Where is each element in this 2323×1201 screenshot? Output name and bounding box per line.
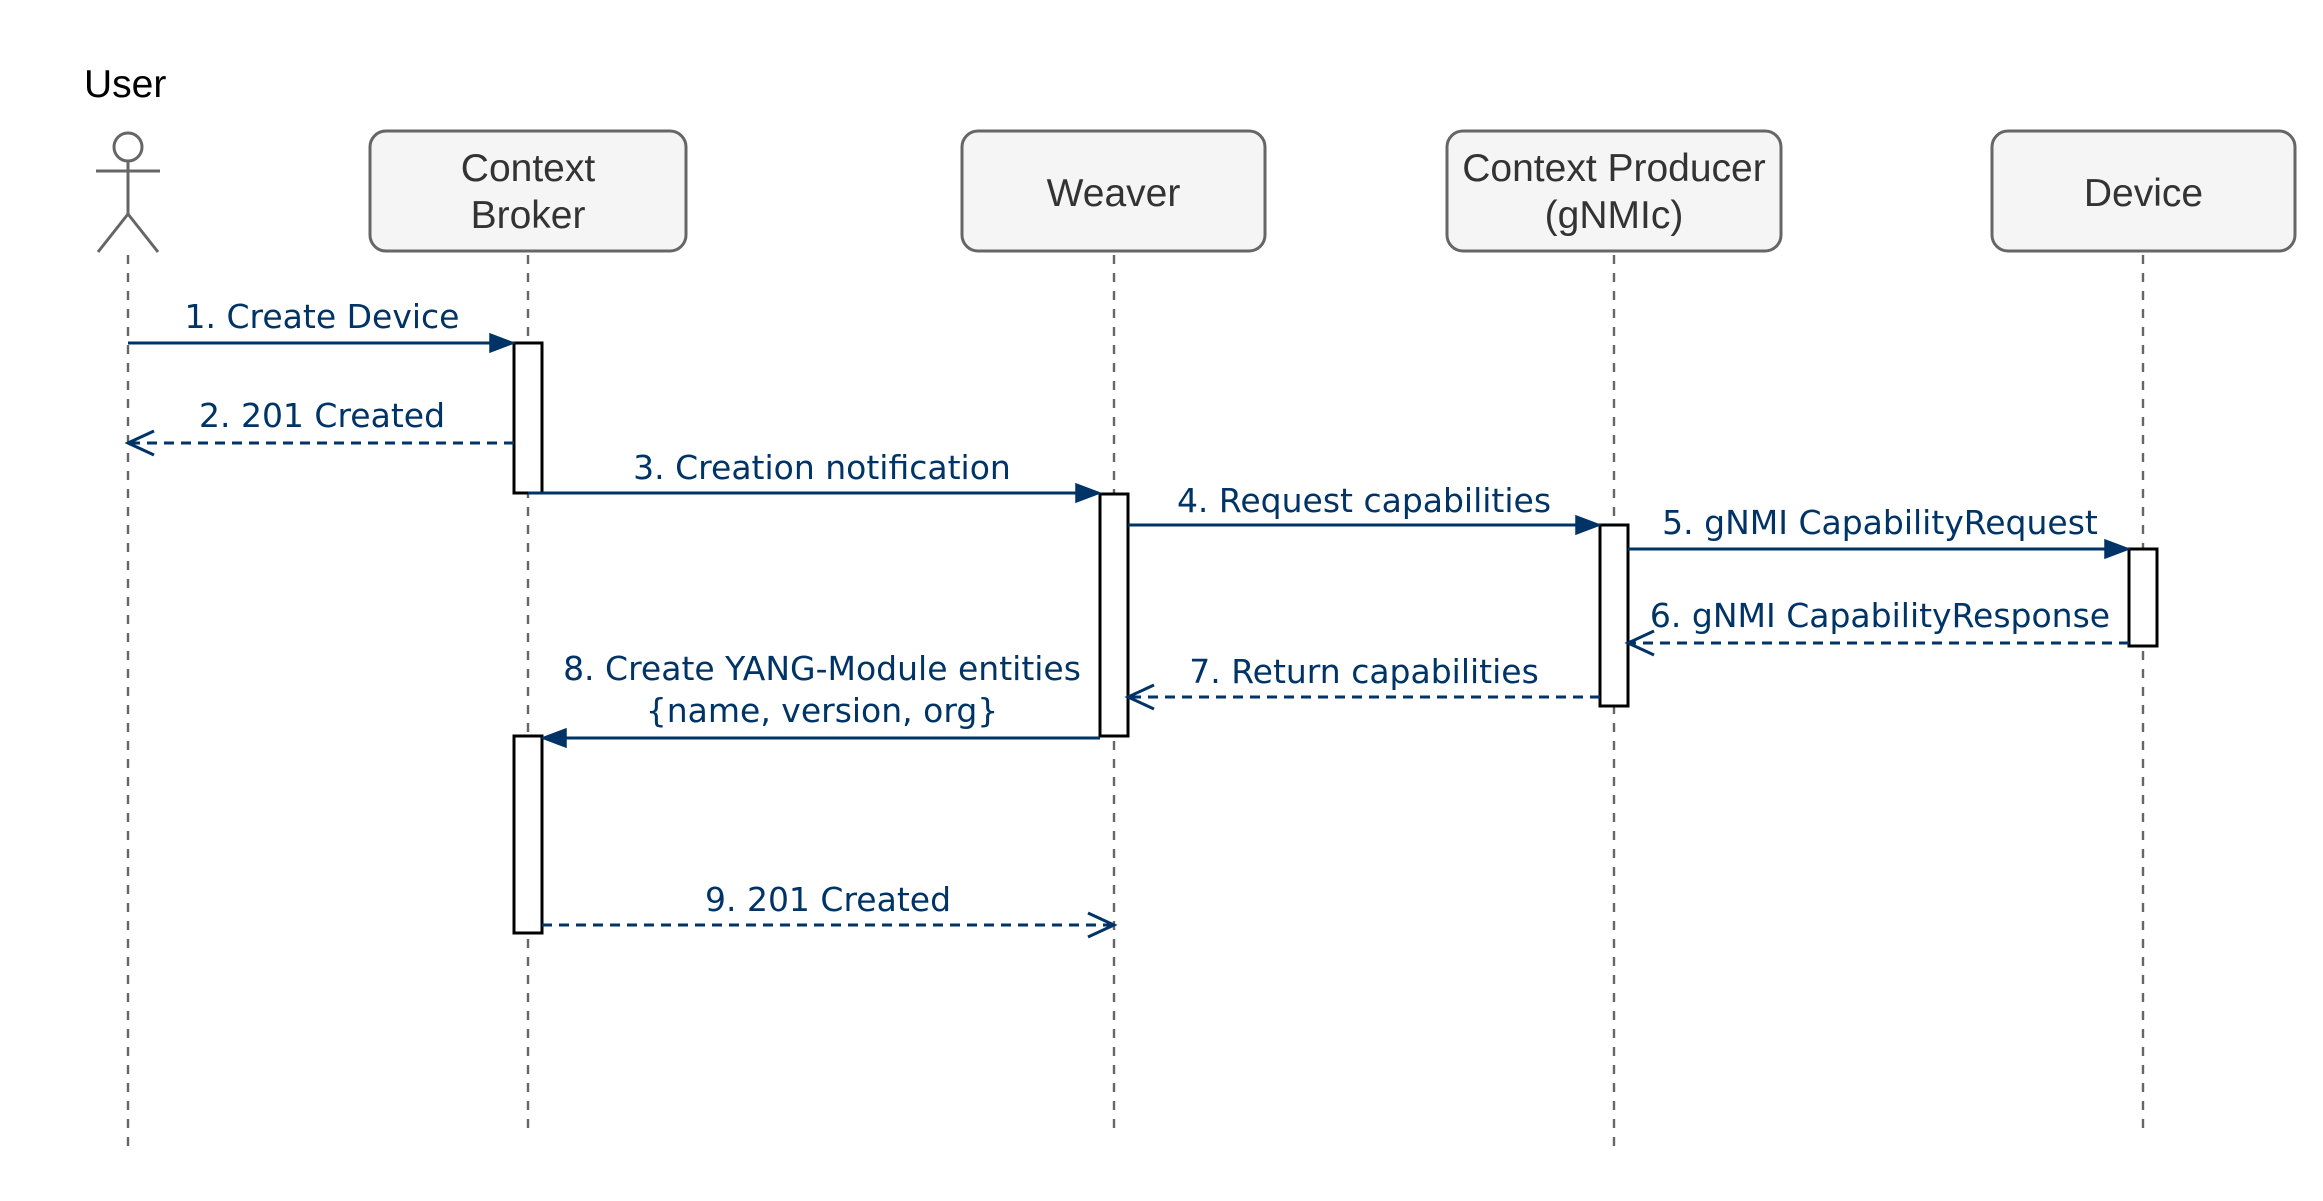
activation-bar-weaver bbox=[1098, 492, 1130, 738]
message-m2: 2. 201 Created bbox=[124, 396, 514, 457]
message-m4: 4. Request capabilities bbox=[1128, 481, 1603, 536]
activation-bar-broker bbox=[512, 734, 544, 935]
open-arrowhead-icon bbox=[124, 429, 155, 457]
message-m8: 8. Create YANG-Module entities{name, ver… bbox=[539, 649, 1100, 749]
activation-bar-producer bbox=[1598, 523, 1630, 708]
message-label: 6. gNMI CapabilityResponse bbox=[1650, 596, 2110, 635]
message-m1: 1. Create Device bbox=[128, 297, 517, 354]
open-arrowhead-icon bbox=[1124, 683, 1155, 711]
participant-device: Device bbox=[1990, 129, 2297, 253]
actor-label: User bbox=[84, 63, 166, 106]
participant-box bbox=[960, 129, 1267, 253]
open-arrowhead-icon bbox=[1087, 911, 1118, 939]
message-label: 1. Create Device bbox=[185, 297, 460, 336]
message-label: 9. 201 Created bbox=[705, 880, 951, 919]
activation-bar-device bbox=[2127, 547, 2159, 648]
message-label: 3. Creation notification bbox=[633, 448, 1011, 487]
message-m7: 7. Return capabilities bbox=[1124, 652, 1600, 711]
participant-box bbox=[1990, 129, 2297, 253]
stick-figure-icon bbox=[96, 131, 160, 253]
participant-label: Weaver bbox=[1047, 172, 1181, 215]
filled-arrowhead-icon bbox=[1075, 482, 1103, 504]
activation-bar-broker bbox=[512, 341, 544, 495]
actor-user: User bbox=[84, 63, 166, 253]
participant-producer: Context Producer(gNMIc) bbox=[1445, 129, 1783, 253]
participant-box bbox=[1445, 129, 1783, 253]
participant-label: (gNMIc) bbox=[1545, 194, 1684, 237]
message-label: {name, version, org} bbox=[646, 691, 999, 730]
filled-arrowhead-icon bbox=[2104, 538, 2132, 560]
filled-arrowhead-icon bbox=[489, 332, 517, 354]
participant-label: Context bbox=[461, 147, 596, 190]
message-label: 4. Request capabilities bbox=[1177, 481, 1551, 520]
participant-label: Context Producer bbox=[1462, 147, 1766, 190]
message-m3: 3. Creation notification bbox=[528, 448, 1103, 504]
message-m5: 5. gNMI CapabilityRequest bbox=[1628, 503, 2132, 560]
message-label: 5. gNMI CapabilityRequest bbox=[1662, 503, 2098, 542]
message-m9: 9. 201 Created bbox=[542, 880, 1118, 939]
message-m6: 6. gNMI CapabilityResponse bbox=[1624, 596, 2129, 657]
participant-label: Broker bbox=[471, 194, 586, 237]
message-label: 8. Create YANG-Module entities bbox=[563, 649, 1081, 688]
participant-box bbox=[368, 129, 688, 253]
open-arrowhead-icon bbox=[1624, 629, 1655, 657]
filled-arrowhead-icon bbox=[539, 727, 567, 749]
participant-label: Device bbox=[2084, 172, 2203, 215]
participant-weaver: Weaver bbox=[960, 129, 1267, 253]
message-label: 2. 201 Created bbox=[199, 396, 445, 435]
filled-arrowhead-icon bbox=[1575, 514, 1603, 536]
message-label: 7. Return capabilities bbox=[1189, 652, 1539, 691]
